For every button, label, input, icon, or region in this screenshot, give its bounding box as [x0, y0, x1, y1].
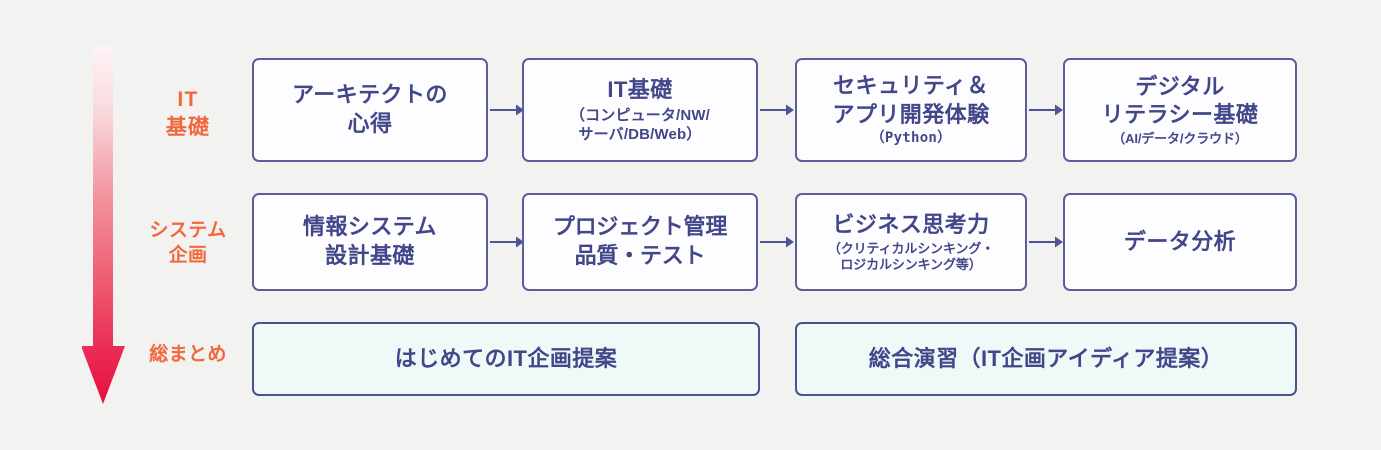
node-project-management[interactable]: プロジェクト管理 品質・テスト — [522, 193, 758, 291]
node-architect-kokoroe[interactable]: アーキテクトの 心得 — [252, 58, 488, 162]
connector-arrow-r1-3 — [1029, 101, 1063, 119]
node-subtitle: （Python） — [870, 130, 952, 147]
connector-arrow-r2-3 — [1029, 233, 1063, 251]
node-digital-literacy[interactable]: デジタル リテラシー基礎 （AI/データ/クラウド） — [1063, 58, 1297, 162]
node-data-analysis[interactable]: データ分析 — [1063, 193, 1297, 291]
node-subtitle: （コンピュータ/NW/ サーバ/DB/Web） — [570, 106, 710, 143]
node-title: IT基礎 — [607, 77, 673, 103]
progress-down-arrow — [81, 46, 126, 404]
node-security-app-dev[interactable]: セキュリティ＆ アプリ開発体験 （Python） — [795, 58, 1027, 162]
node-title: はじめてのIT企画提案 — [394, 345, 618, 371]
node-title: 総合演習（IT企画アイディア提案） — [868, 345, 1224, 371]
node-title: デジタル リテラシー基礎 — [1101, 73, 1259, 128]
node-title: データ分析 — [1123, 228, 1237, 254]
connector-arrow-r2-2 — [760, 233, 794, 251]
node-subtitle: （クリティカルシンキング・ ロジカルシンキング等） — [827, 240, 995, 272]
node-title: ビジネス思考力 — [832, 212, 990, 238]
connector-arrow-r1-1 — [490, 101, 524, 119]
node-title: アーキテクトの 心得 — [292, 82, 448, 136]
node-title: 情報システム 設計基礎 — [303, 214, 437, 268]
node-title: セキュリティ＆ アプリ開発体験 — [832, 72, 990, 127]
connector-arrow-r1-2 — [760, 101, 794, 119]
row-label-it-kiso: IT 基礎 — [165, 88, 211, 139]
row-label-system-kikaku: システム 企画 — [149, 220, 227, 267]
row-label-matome: 総まとめ — [149, 344, 227, 365]
node-title: プロジェクト管理 品質・テスト — [552, 214, 728, 268]
node-first-it-proposal[interactable]: はじめてのIT企画提案 — [252, 322, 760, 396]
connector-arrow-r2-1 — [490, 233, 524, 251]
node-info-system-design[interactable]: 情報システム 設計基礎 — [252, 193, 488, 291]
node-comprehensive-exercise[interactable]: 総合演習（IT企画アイディア提案） — [795, 322, 1297, 396]
node-subtitle: （AI/データ/クラウド） — [1112, 131, 1248, 147]
node-it-kiso[interactable]: IT基礎 （コンピュータ/NW/ サーバ/DB/Web） — [522, 58, 758, 162]
node-business-thinking[interactable]: ビジネス思考力 （クリティカルシンキング・ ロジカルシンキング等） — [795, 193, 1027, 291]
